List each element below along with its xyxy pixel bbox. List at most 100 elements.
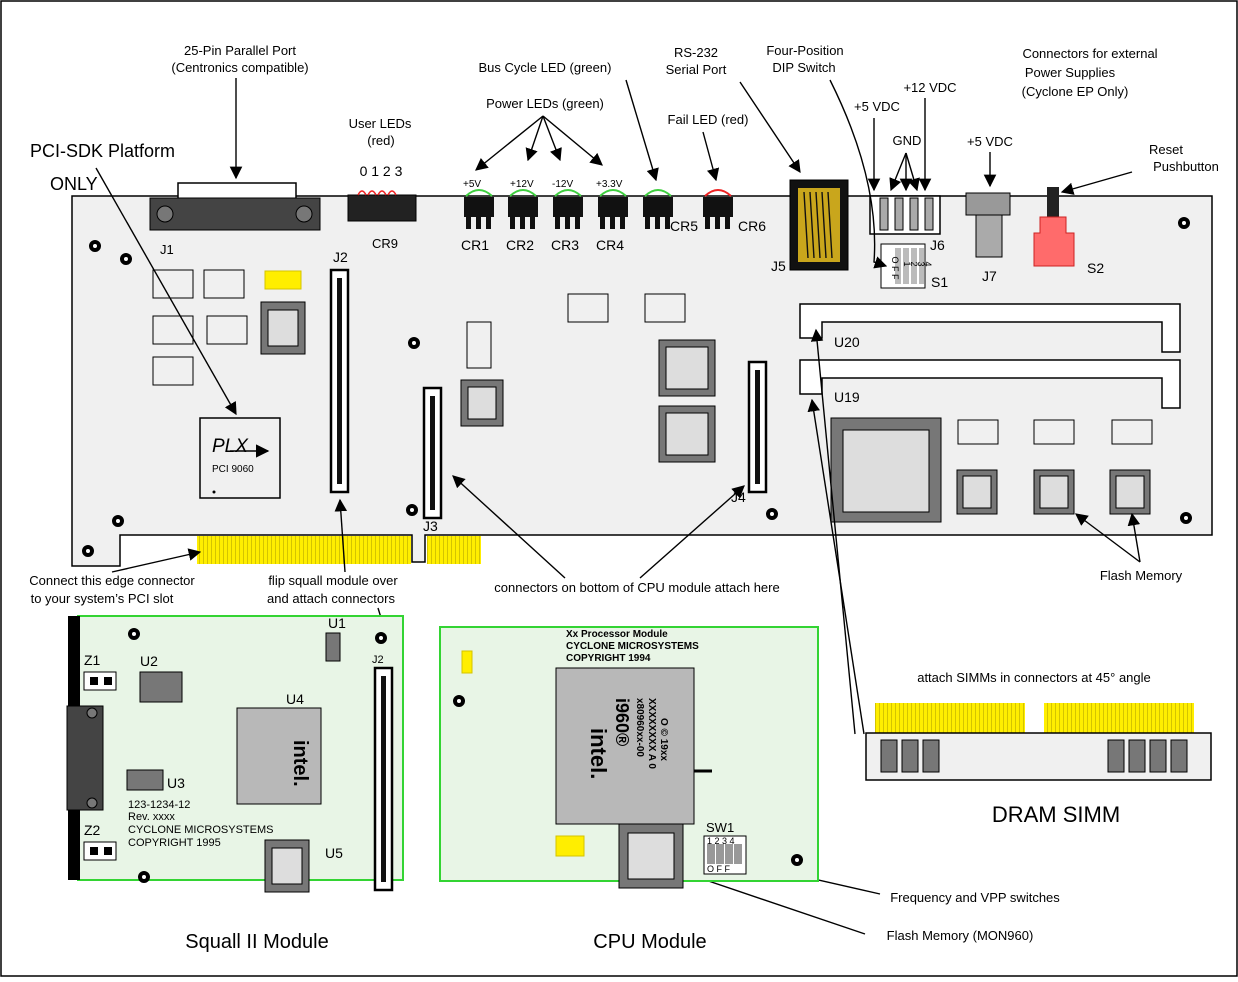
ref-cr5: CR5 (670, 218, 698, 234)
squall-z2-jumper (83, 841, 117, 861)
cpu-yellow-part-2 (555, 835, 585, 857)
plx-logo: PLX (212, 436, 249, 457)
cpu-silk-3: COPYRIGHT 1994 (566, 653, 651, 664)
squall-j2-header (373, 666, 394, 892)
j1-parallel-port (149, 182, 321, 231)
simm-socket-u20 (799, 303, 1181, 353)
j7-power-jack (965, 192, 1011, 258)
ref-cr6: CR6 (738, 218, 766, 234)
ref-j2: J2 (333, 249, 348, 265)
ref-squall-u3: U3 (167, 775, 185, 791)
ref-j1: J1 (160, 242, 174, 257)
ref-cr9: CR9 (372, 236, 398, 251)
ref-u20: U20 (834, 334, 860, 350)
squall-intel-logo: intel. (289, 740, 311, 787)
squall-z1-jumper (83, 671, 117, 691)
callout-flash-mon960: Flash Memory (MON960) (887, 928, 1034, 943)
cpu-module-title: CPU Module (593, 931, 706, 953)
s1-off-label: O F F (890, 257, 900, 280)
squall-chips (126, 632, 341, 893)
led-cr5 (643, 189, 673, 229)
callout-edge-2: to your system’s PCI slot (31, 591, 174, 606)
simm-socket-u19 (799, 359, 1181, 409)
led-array (464, 189, 733, 229)
ref-s2: S2 (1087, 260, 1104, 276)
pci-edge-connector-b (427, 536, 481, 564)
ref-squall-z1: Z1 (84, 652, 101, 668)
callout-plus5vdc-a: +5 VDC (854, 99, 900, 114)
ref-j7: J7 (982, 268, 997, 284)
squall-refs: U1 U2 U3 U4 U5 Z1 Z2 J2 (84, 615, 384, 861)
plx-part-number: PCI 9060 (212, 464, 254, 475)
led-voltage-neg12v: -12V (552, 179, 573, 190)
led-voltage-12v: +12V (510, 179, 534, 190)
s1-pos-3: 3 (916, 261, 926, 266)
header-j4 (747, 360, 768, 494)
s1-pos-2: 2 (909, 261, 919, 266)
ref-j6: J6 (930, 237, 945, 253)
callout-plus5vdc-b: +5 VDC (967, 134, 1013, 149)
cpu-yellow-part (461, 650, 473, 674)
ref-cr1: CR1 (461, 237, 489, 253)
top-callouts: 25-Pin Parallel Port (Centronics compati… (171, 43, 1219, 179)
cpu-silkscreen: Xx Processor Module CYCLONE MICROSYSTEMS… (566, 629, 699, 664)
mounting-holes (82, 217, 1192, 557)
cr9-user-leds (347, 190, 417, 222)
board-components (152, 269, 1153, 523)
cpu-sw1-switch (703, 835, 747, 875)
user-led-numbers: 0 1 2 3 (360, 163, 403, 179)
cpu-intel-logo: intel. (586, 728, 611, 779)
ref-cr4: CR4 (596, 237, 624, 253)
board-callouts: Connect this edge connector to your syst… (29, 568, 1182, 943)
cpu-silk-1: Xx Processor Module (566, 629, 668, 640)
header-j3 (422, 386, 443, 520)
cpu-chip-line-1: x80960xx-00 (634, 698, 645, 757)
ref-j5: J5 (771, 258, 786, 274)
cpu-silk-2: CYCLONE MICROSYSTEMS (566, 641, 699, 652)
led-cr4 (598, 189, 628, 229)
top-leader-lines (95, 78, 1133, 416)
callout-ext-power-3: (Cyclone EP Only) (1022, 84, 1129, 99)
cpu-chip-line-2: XXXXXXXX A 0 (646, 698, 657, 769)
j6-power-connector (869, 195, 941, 235)
callout-flash-memory: Flash Memory (1100, 568, 1183, 583)
simm-title: DRAM SIMM (992, 802, 1120, 827)
led-voltage-5v: +5V (463, 179, 481, 190)
callout-attach-simms: attach SIMMs in connectors at 45° angle (917, 670, 1151, 685)
ref-s1: S1 (931, 274, 948, 290)
callout-user-leds-1: User LEDs (349, 116, 412, 131)
squall-silk-4: COPYRIGHT 1995 (128, 837, 221, 849)
callout-reset-1: Reset (1149, 142, 1183, 157)
s1-pos-1: 1 (902, 261, 912, 266)
squall-db-connector (66, 705, 104, 811)
ref-squall-u5: U5 (325, 845, 343, 861)
cpu-sw1-off: O F F (707, 864, 730, 874)
pci-edge-connector (197, 536, 411, 564)
callout-pci-sdk-1: PCI-SDK Platform (30, 141, 175, 161)
cpu-i960-chip (555, 667, 695, 825)
callout-edge-1: Connect this edge connector (29, 573, 195, 588)
squall-silkscreen: 123-1234-12 Rev. xxxx CYCLONE MICROSYSTE… (128, 799, 273, 849)
ref-squall-u1: U1 (328, 615, 346, 631)
ref-squall-u2: U2 (140, 653, 158, 669)
callout-pci-sdk-2: ONLY (50, 174, 98, 194)
callout-rs232-1: RS-232 (674, 45, 718, 60)
callout-dip-switch-1: Four-Position (766, 43, 843, 58)
callout-gnd: GND (893, 133, 922, 148)
cpu-mounting-holes (453, 695, 803, 866)
ref-cpu-sw1: SW1 (706, 820, 734, 835)
cpu-chip-line-3: O © 19xx (658, 718, 669, 761)
led-cr1 (464, 189, 494, 229)
callout-cpu-connectors: connectors on bottom of CPU module attac… (494, 580, 779, 595)
callout-flip-2: and attach connectors (267, 591, 395, 606)
cpu-sw1-positions: 1 2 3 4 (707, 836, 735, 846)
squall-silk-1: 123-1234-12 (128, 799, 190, 811)
callout-user-leds-2: (red) (367, 133, 394, 148)
callout-parallel-port-2: (Centronics compatible) (171, 60, 308, 75)
callout-fail-led: Fail LED (red) (668, 112, 749, 127)
squall-module-title: Squall II Module (185, 931, 328, 953)
s2-reset-pushbutton (1033, 187, 1075, 267)
plx-pci9060-chip (199, 417, 281, 499)
